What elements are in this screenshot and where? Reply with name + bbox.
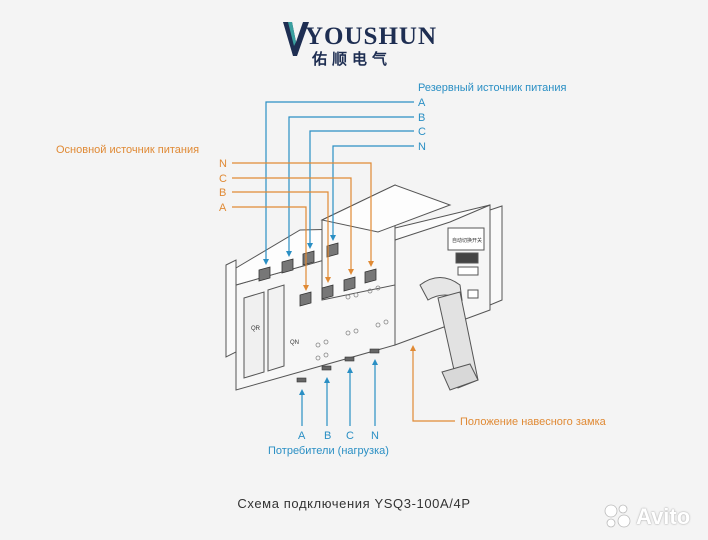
- reserve-phase-a: A: [418, 97, 426, 109]
- footer-title: Схема подключения YSQ3-100A/4P: [237, 496, 471, 511]
- main-source-title: Основной источник питания: [56, 144, 200, 156]
- logo-brand: YOUSHUN: [305, 23, 438, 50]
- switch-qr-label: QR: [251, 326, 261, 332]
- consumers-title: Потребители (нагрузка): [268, 445, 389, 457]
- reserve-source-title: Резервный источник питания: [418, 82, 567, 94]
- main-phase-b: B: [219, 187, 227, 199]
- switch-device: [225, 184, 503, 391]
- consumer-phase-n: N: [371, 430, 379, 442]
- main-leader-lines: [232, 162, 374, 291]
- front-vents: [315, 285, 389, 361]
- avito-logo-icon: [604, 504, 631, 528]
- logo-brand-cn: 佑顺电气: [312, 50, 393, 68]
- consumer-phase-a: A: [298, 430, 306, 442]
- consumer-arrows: [299, 359, 378, 426]
- reserve-phase-b: B: [418, 112, 426, 124]
- reserve-leader-lines: [263, 101, 414, 265]
- main-phase-n: N: [219, 158, 227, 170]
- logo-mark-icon: [283, 22, 309, 56]
- main-phase-a: A: [219, 202, 227, 214]
- main-phase-c: C: [219, 173, 227, 185]
- panel-text: 自动切换开关: [452, 237, 482, 244]
- consumer-phase-b: B: [324, 430, 332, 442]
- switch-qn-label: QN: [290, 340, 299, 346]
- avito-watermark: Avito: [636, 504, 691, 529]
- consumer-phase-c: C: [346, 430, 354, 442]
- reserve-phase-n: N: [418, 141, 426, 153]
- lock-position-label: Положение навесного замка: [460, 416, 606, 428]
- lock-leader-line: [410, 345, 455, 422]
- reserve-phase-c: C: [418, 126, 426, 138]
- main-terminals: [299, 268, 377, 307]
- load-terminals: [296, 348, 380, 383]
